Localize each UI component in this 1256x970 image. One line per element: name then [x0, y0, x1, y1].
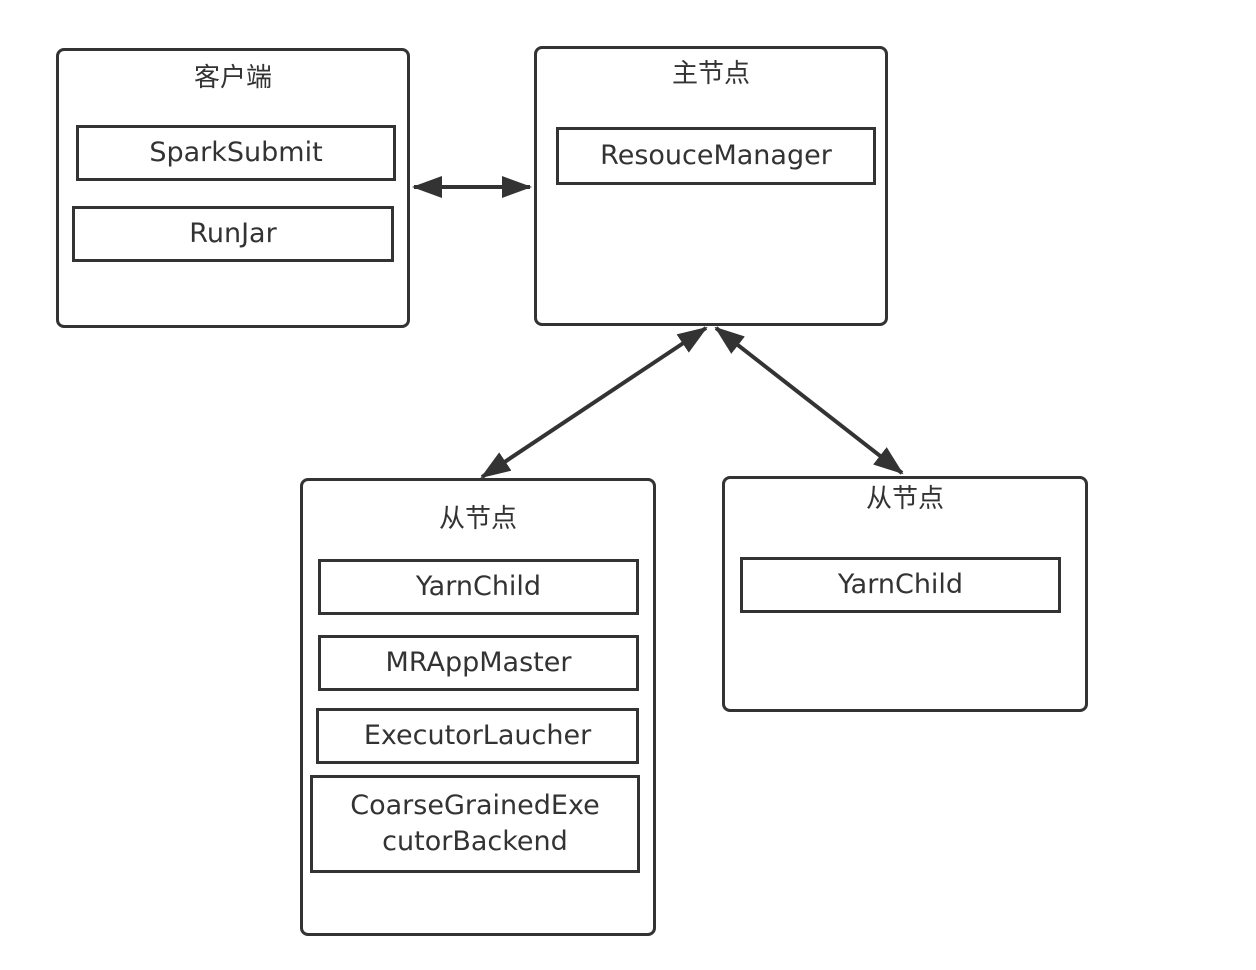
slave1-title: 从节点: [438, 504, 517, 534]
master-title: 主节点: [671, 59, 750, 89]
process-box-executorlaucher: ExecutorLaucher: [316, 708, 639, 764]
process-box-mrappmaster: MRAppMaster: [318, 635, 639, 691]
master-node: 主节点 ResouceManager: [534, 46, 888, 326]
process-box-yarnchild: YarnChild: [318, 559, 639, 615]
connector-master-slave2: [714, 326, 904, 475]
client-node: 客户端 SparkSubmit RunJar: [56, 48, 410, 328]
process-box-resoucemanager: ResouceManager: [556, 127, 876, 185]
slave-node-1: 从节点 YarnChild MRAppMaster ExecutorLauche…: [300, 478, 656, 936]
process-box-yarnchild: YarnChild: [740, 557, 1061, 613]
connector-master-slave1: [480, 326, 708, 479]
process-box-coarsegrainedexecutorbackend: CoarseGrainedExe cutorBackend: [310, 775, 640, 873]
slave2-title: 从节点: [865, 484, 944, 514]
client-title: 客户端: [193, 63, 272, 93]
slave-node-2: 从节点 YarnChild: [722, 476, 1088, 712]
process-box-runjar: RunJar: [72, 206, 394, 262]
process-box-sparksubmit: SparkSubmit: [76, 125, 396, 181]
